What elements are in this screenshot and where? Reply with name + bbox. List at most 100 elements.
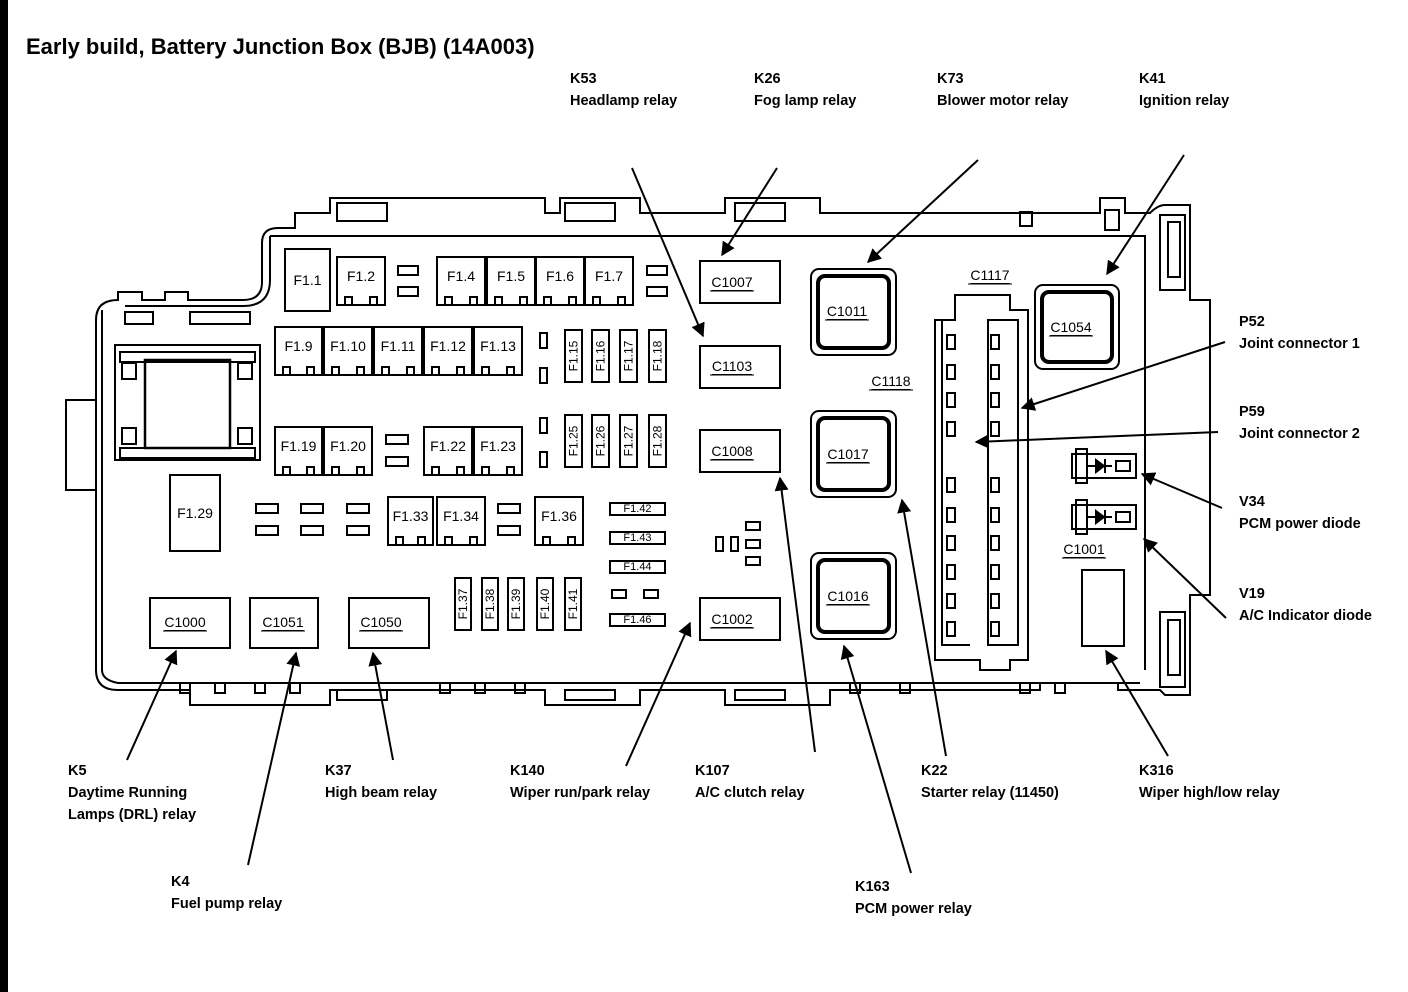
callout-desc: Daytime Running: [68, 785, 188, 801]
callout-v34: V34 PCM power diode: [1239, 491, 1361, 535]
callout-id: K41: [1139, 71, 1166, 87]
fuse-f1-17: F1.17: [619, 329, 638, 383]
housing-outline: [95, 197, 1211, 706]
connector-c1002: C1002: [699, 597, 781, 641]
fuse-f1-6: F1.6: [535, 256, 585, 306]
fuse-f1-10: F1.10: [323, 326, 373, 376]
fuse-f1-19: F1.19: [274, 426, 323, 476]
fuse-f1-5: F1.5: [486, 256, 536, 306]
connector-label: C1016: [827, 588, 868, 604]
fuse-label: F1.42: [623, 503, 651, 515]
fuse-label: F1.33: [393, 508, 429, 524]
fuse-label: F1.27: [622, 425, 636, 456]
callout-desc-line2: Lamps (DRL) relay: [68, 807, 197, 823]
connector-c1054: C1054: [1034, 284, 1120, 370]
callout-desc: A/C clutch relay: [695, 785, 805, 801]
connector-label: C1002: [711, 611, 752, 627]
fuse-f1-15: F1.15: [564, 329, 583, 383]
page-edge-bar: [0, 0, 8, 992]
fuse-label: F1.4: [447, 268, 475, 284]
connector-c1117: C1117: [968, 267, 1012, 285]
callout-desc: Ignition relay: [1139, 93, 1230, 109]
callout-id: K73: [937, 71, 964, 87]
pin: [990, 621, 1000, 637]
callout-k41: K41 Ignition relay: [1139, 68, 1229, 112]
callout-id: K37: [325, 763, 352, 779]
fuse-f1-4: F1.4: [436, 256, 486, 306]
callout-id: P52: [1239, 314, 1265, 330]
connector-label: C1008: [711, 443, 752, 459]
fuse-f1-40: F1.40: [536, 577, 554, 631]
leader-line: [1020, 341, 1226, 411]
callout-k316: K316 Wiper high/low relay: [1139, 760, 1280, 804]
leader-line: [974, 431, 1219, 449]
fuse-label: F1.22: [430, 438, 466, 454]
connector-c1007: C1007: [699, 260, 781, 304]
callout-id: K140: [510, 763, 545, 779]
fuse-f1-25: F1.25: [564, 414, 583, 468]
connector-c1017: C1017: [810, 410, 897, 498]
fuse-label: F1.16: [594, 340, 608, 371]
fuse-label: F1.23: [480, 438, 516, 454]
leader-line: [866, 159, 979, 263]
callout-p59: P59 Joint connector 2: [1239, 401, 1360, 445]
callout-desc: Headlamp relay: [570, 93, 678, 109]
pin: [946, 507, 956, 523]
callout-id: K5: [68, 763, 87, 779]
fuse-label: F1.36: [541, 508, 577, 524]
pin: [946, 477, 956, 493]
fuse-label: F1.43: [623, 532, 651, 544]
callout-k22: K22 Starter relay (11450): [921, 760, 1059, 804]
pin: [946, 593, 956, 609]
callout-id: K22: [921, 763, 948, 779]
pin: [946, 364, 956, 380]
pin: [990, 507, 1000, 523]
fuse-f1-28: F1.28: [648, 414, 667, 468]
fuse-f1-18: F1.18: [648, 329, 667, 383]
connector-label: C1011: [827, 303, 867, 319]
connector-label: C1050: [360, 614, 401, 630]
fuse-label: F1.9: [284, 338, 312, 354]
fuse-label: F1.46: [623, 614, 651, 626]
pin: [990, 477, 1000, 493]
connector-label: C1103: [712, 358, 752, 374]
fuse-label: F1.38: [483, 588, 497, 619]
fuse-label: F1.12: [430, 338, 466, 354]
callout-k26: K26 Fog lamp relay: [754, 68, 856, 112]
leader-line: [1140, 472, 1223, 509]
fuse-f1-20: F1.20: [323, 426, 373, 476]
leader-line: [368, 651, 394, 761]
fuse-label: F1.34: [443, 508, 479, 524]
callout-id: V19: [1239, 586, 1265, 602]
connector-label: C1000: [164, 614, 205, 630]
fuse-f1-36: F1.36: [534, 496, 584, 546]
callout-k73: K73 Blower motor relay: [937, 68, 1068, 112]
fuse-f1-23: F1.23: [473, 426, 523, 476]
diagram-title: Early build, Battery Junction Box (BJB) …: [26, 34, 535, 59]
callout-desc: PCM power relay: [855, 901, 972, 917]
callout-k4: K4 Fuel pump relay: [171, 871, 282, 915]
connector-label: C1118: [871, 373, 910, 389]
fuse-label: F1.13: [480, 338, 516, 354]
leader-lines: [126, 154, 1227, 874]
terminal-slots: [255, 265, 761, 599]
fuse-label: F1.20: [330, 438, 366, 454]
fuse-label: F1.39: [509, 588, 523, 619]
fuse-f1-22: F1.22: [423, 426, 473, 476]
fuse-f1-33: F1.33: [387, 496, 434, 546]
connector-label: C1117: [970, 267, 1009, 283]
fuse-label: F1.10: [330, 338, 366, 354]
fuse-f1-1: F1.1: [284, 248, 331, 312]
connector-c1103: C1103: [699, 345, 781, 389]
leader-line: [774, 476, 816, 753]
pin: [990, 334, 1000, 350]
fuse-f1-41: F1.41: [564, 577, 582, 631]
callout-desc: Starter relay (11450): [921, 785, 1059, 801]
fuse-f1-46: F1.46: [609, 613, 666, 627]
leader-line: [631, 167, 705, 338]
fuse-f1-9: F1.9: [274, 326, 323, 376]
pin: [946, 621, 956, 637]
fuse-label: F1.11: [381, 338, 416, 354]
